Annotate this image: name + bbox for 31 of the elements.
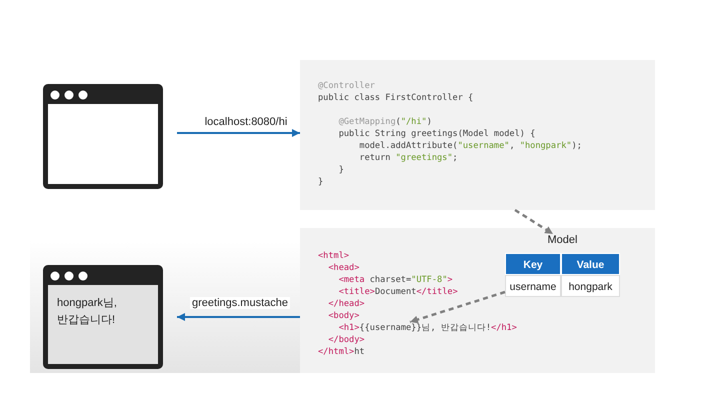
edge-label: localhost:8080/hi [202, 116, 290, 128]
code-line: <meta charset="UTF-8"> [338, 274, 453, 286]
code-line: <title>Document</title> [338, 286, 458, 298]
code-line: return "greetings"; [358, 152, 458, 164]
code-line: @Controller [318, 80, 375, 92]
code-line: <body> [327, 310, 360, 322]
code-line: public String greetings(Model model) { [338, 128, 536, 140]
code-line: <html> [318, 250, 350, 262]
code-line: </head> [327, 298, 365, 310]
code-line: model.addAttribute("username", "hongpark"); [358, 140, 582, 152]
code-line: @GetMapping("/hi") [338, 116, 432, 128]
code-line: } [338, 164, 344, 176]
code-line: public class FirstController { [318, 92, 474, 104]
arrow [410, 290, 506, 324]
arrow [177, 129, 300, 137]
arrow [514, 208, 554, 236]
edge-label: greetings.mustache [190, 297, 290, 309]
table-header-cell: Key [505, 253, 561, 275]
table-cell: username [505, 275, 561, 297]
code-line: <h1>{{username}}님, 반갑습니다!</h1> [338, 322, 517, 334]
code-line: } [318, 176, 324, 188]
table-header-cell: Value [561, 253, 620, 275]
code-panel [300, 228, 655, 373]
arrow [177, 313, 300, 321]
code-panel [300, 60, 655, 210]
code-line: <head> [327, 262, 360, 274]
table-title: Model [546, 234, 578, 246]
code-line: </html>ht [318, 346, 365, 358]
table-cell: hongpark [561, 275, 620, 297]
message-text: hongpark님, 반갑습니다! [57, 296, 118, 328]
code-line: </body> [327, 334, 365, 346]
